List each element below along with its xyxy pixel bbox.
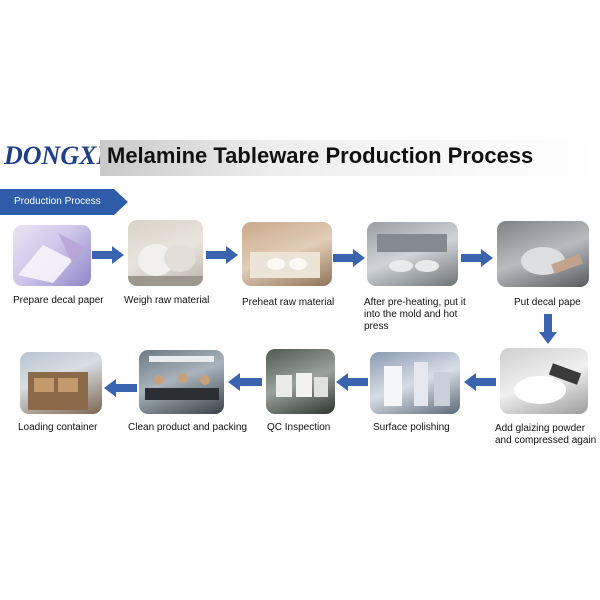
step-label: Weigh raw material	[124, 295, 210, 306]
arrow-right-icon	[206, 246, 238, 264]
container-loading-photo	[20, 352, 102, 414]
raw-material-sacks-photo	[128, 220, 203, 286]
step-label: Surface polishing	[373, 422, 450, 433]
arrow-right-icon	[92, 246, 124, 264]
decal-placing-photo	[497, 221, 589, 287]
arrow-left-icon	[228, 373, 262, 391]
step-label: Put decal pape	[514, 297, 581, 308]
step-label: Loading container	[18, 422, 98, 433]
step-label: Prepare decal paper	[13, 295, 104, 306]
arrow-down-icon	[539, 314, 557, 344]
page-title: Melamine Tableware Production Process	[107, 143, 534, 168]
step-label: After pre-heating, put it into the mold …	[364, 297, 466, 332]
qc-cups-photo	[266, 349, 335, 414]
step-label: Clean product and packing	[128, 422, 247, 433]
step-label: Preheat raw material	[242, 297, 335, 308]
arrow-right-icon	[461, 249, 493, 267]
step-label: Add glaizing powder and compressed again	[495, 423, 597, 446]
arrow-right-icon	[333, 249, 365, 267]
glazing-powder-photo	[500, 348, 588, 414]
step-label: QC Inspection	[267, 422, 331, 433]
hot-press-mold-photo	[367, 222, 458, 286]
preheat-tray-photo	[242, 222, 332, 286]
polishing-machine-photo	[370, 352, 460, 414]
decal-paper-photo	[13, 225, 91, 286]
arrow-left-icon	[104, 379, 137, 397]
arrow-left-icon	[336, 373, 368, 391]
arrow-left-icon	[464, 373, 496, 391]
packing-workshop-photo	[139, 350, 224, 414]
section-tag: Production Process	[0, 189, 128, 215]
title-band	[100, 140, 596, 176]
